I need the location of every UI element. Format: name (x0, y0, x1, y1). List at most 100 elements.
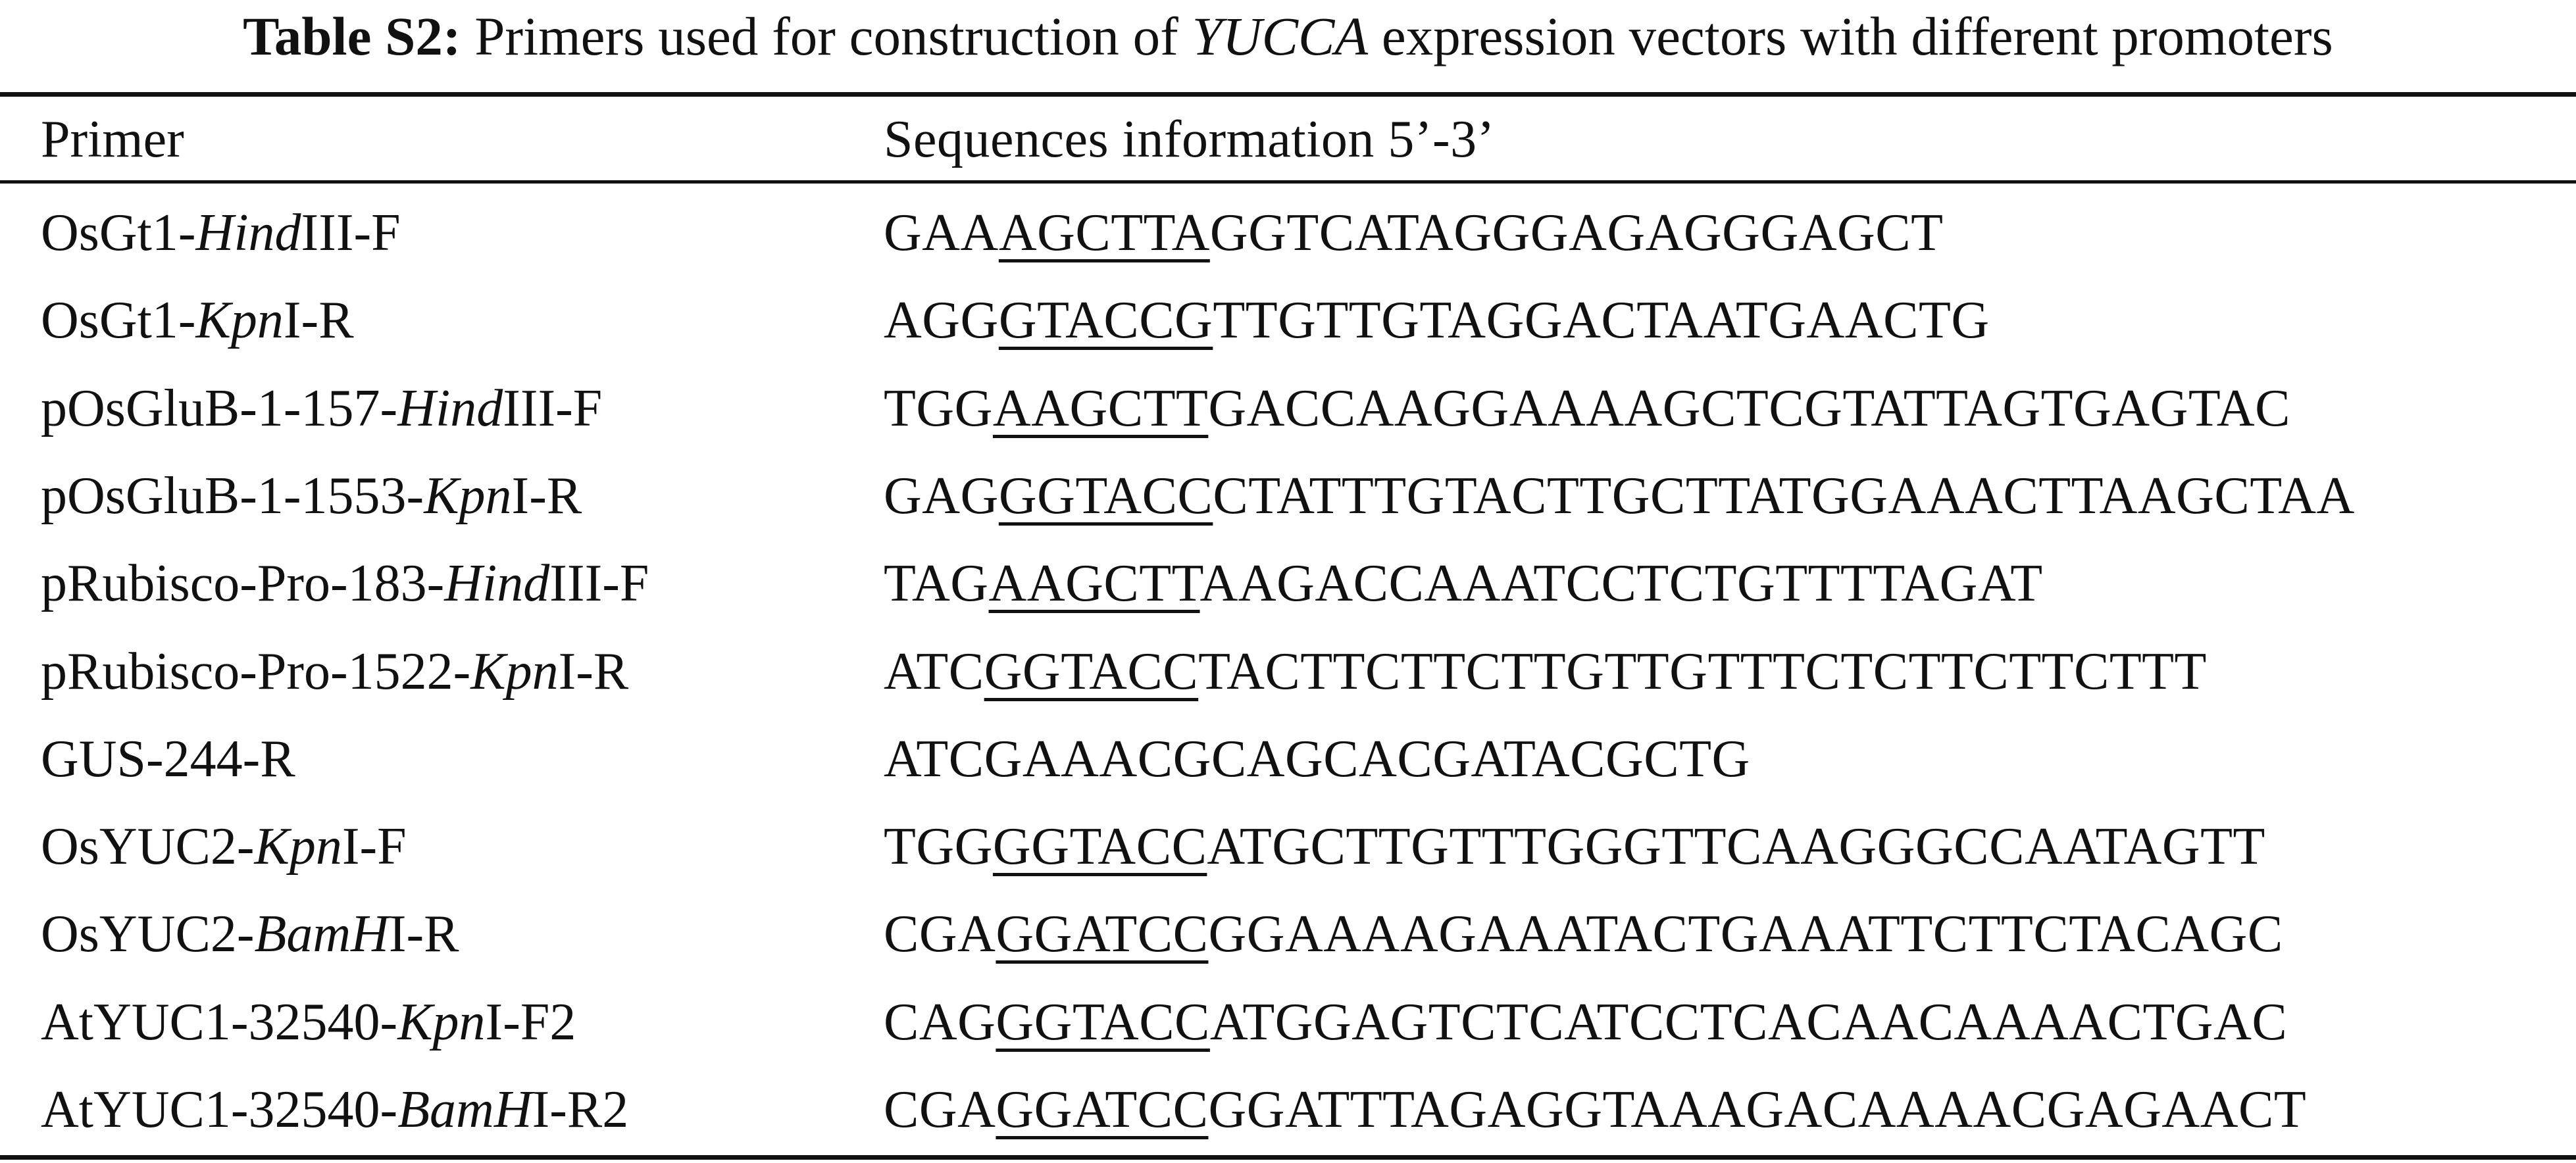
primer-sequence: TAGAAGCTTAAGACCAAATCCTCTGTTTTAGAT (884, 540, 2043, 628)
table-header-rule (0, 180, 2576, 184)
table-caption: Table S2: Primers used for construction … (0, 0, 2576, 89)
primer-name-part: pOsGluB-1-157- (41, 379, 398, 437)
sequence-part: TTGTTGTAGGACTAATGAACTG (1213, 291, 1990, 350)
primer-name-part: OsYUC2- (41, 818, 255, 876)
table-header-row: Primer Sequences information 5’-3’ (0, 100, 2576, 179)
table-bottom-rule (0, 1155, 2576, 1160)
restriction-site: AGCTTA (998, 204, 1210, 262)
primer-name: pRubisco-Pro-1522-KpnI-R (41, 628, 628, 716)
sequence-part: ATCGAAACGCAGCACGATACGCTG (884, 730, 1750, 788)
primer-sequence: AGGGTACCGTTGTTGTAGGACTAATGAACTG (884, 277, 1990, 364)
sequence-part: CGA (884, 905, 996, 964)
caption-text-post: expression vectors with different promot… (1368, 6, 2333, 66)
sequence-part: GAA (884, 204, 999, 262)
restriction-site: GGATCC (996, 1081, 1209, 1139)
primer-sequence: CAGGGTACCATGGAGTCTCATCCTCACAACAAAACTGAC (884, 979, 2287, 1066)
table-row: OsYUC2-BamHI-R CGAGGATCCGGAAAAGAAATACTGAA… (0, 891, 2576, 978)
primer-name-part: I-R2 (532, 1081, 629, 1139)
table-row: OsYUC2-KpnI-F TGGGGTACCATGCTTGTTTGGGTTCAA… (0, 803, 2576, 891)
primer-name-part: pRubisco-Pro-1522- (41, 642, 471, 701)
primer-name-part: I-F (341, 818, 407, 876)
table-top-rule (0, 92, 2576, 97)
primer-enzyme-italic: Kpn (424, 466, 512, 525)
restriction-site: AAGCTT (988, 555, 1200, 613)
restriction-site: GGTACC (984, 642, 1199, 701)
primer-name: pRubisco-Pro-183-HindIII-F (41, 540, 649, 628)
primer-name-part: III-F (301, 204, 401, 262)
primer-sequence: TGGGGTACCATGCTTGTTTGGGTTCAAGGGCCAATAGTT (884, 803, 2265, 891)
sequence-part: GAG (884, 466, 999, 525)
primer-name-part: pRubisco-Pro-183- (41, 555, 445, 613)
caption-text-pre: Primers used for construction of (461, 6, 1192, 66)
table-row: pOsGluB-1-1553-KpnI-R GAGGGTACCCTATTTGTAC… (0, 453, 2576, 540)
primer-sequence: TGGAAGCTTGACCAAGGAAAAGCTCGTATTAGTGAGTAC (884, 365, 2290, 453)
primer-name-part: AtYUC1-32540- (41, 1081, 398, 1139)
table-row: pRubisco-Pro-1522-KpnI-R ATCGGTACCTACTTCT… (0, 628, 2576, 716)
sequence-part: ATGGAGTCTCATCCTCACAACAAAACTGAC (1209, 993, 2288, 1051)
primer-name: GUS-244-R (41, 716, 295, 803)
primer-enzyme-italic: BamH (254, 905, 389, 964)
restriction-site: GGTACC (996, 993, 1210, 1051)
table-row: GUS-244-R ATCGAAACGCAGCACGATACGCTG (0, 716, 2576, 803)
primer-name-part: OsGt1- (41, 204, 196, 262)
primer-enzyme-italic: Kpn (397, 993, 486, 1051)
primer-enzyme-italic: Kpn (195, 291, 284, 350)
table-row: pRubisco-Pro-183-HindIII-F TAGAAGCTTAAGAC… (0, 540, 2576, 628)
primer-enzyme-italic: Hind (444, 555, 550, 613)
primer-name-part: OsYUC2- (41, 905, 255, 964)
sequence-part: GGAAAAGAAATACTGAAATTCTTCTACAGC (1208, 905, 2283, 964)
restriction-site: GGATCC (996, 905, 1209, 964)
sequence-part: ATC (884, 642, 984, 701)
sequence-part: TACTTCTTCTTGTTGTTTCTCTTCTTCTTT (1198, 642, 2207, 701)
primer-name-part: AtYUC1-32540- (41, 993, 398, 1051)
sequence-part: GACCAAGGAAAAGCTCGTATTAGTGAGTAC (1208, 379, 2290, 437)
sequence-part: AGG (884, 291, 999, 350)
table-row: OsGt1-KpnI-R AGGGTACCGTTGTTGTAGGACTAATGAA… (0, 277, 2576, 364)
sequence-part: CAG (884, 993, 996, 1051)
restriction-site: GGTACC (998, 466, 1213, 525)
primer-name: OsYUC2-KpnI-F (41, 803, 407, 891)
primer-enzyme-italic: Hind (195, 204, 301, 262)
sequence-part: CTATTTGTACTTGCTTATGGAAACTTAAGCTAA (1213, 466, 2355, 525)
primer-enzyme-italic: Hind (397, 379, 503, 437)
restriction-site: GGTACC (992, 818, 1207, 876)
sequence-part: ATGCTTGTTTGGGTTCAAGGGCCAATAGTT (1207, 818, 2265, 876)
sequence-part: CGA (884, 1081, 996, 1139)
primer-name: OsGt1-HindIII-F (41, 189, 401, 277)
primer-name: OsGt1-KpnI-R (41, 277, 354, 364)
sequence-part: GGTCATAGGGAGAGGGAGCT (1209, 204, 1944, 262)
sequence-part: AAGACCAAATCCTCTGTTTTAGAT (1200, 555, 2043, 613)
primer-sequence: GAGGGTACCCTATTTGTACTTGCTTATGGAAACTTAAGCT… (884, 453, 2355, 540)
table-row: pOsGluB-1-157-HindIII-F TGGAAGCTTGACCAAGG… (0, 365, 2576, 453)
sequence-part: TGG (884, 379, 993, 437)
primer-name: pOsGluB-1-157-HindIII-F (41, 365, 602, 453)
primer-name-part: I-R (511, 466, 582, 525)
primer-name-part: III-F (549, 555, 649, 613)
primer-name: OsYUC2-BamHI-R (41, 891, 459, 978)
sequence-part: TGG (884, 818, 993, 876)
restriction-site: GTACCG (998, 291, 1213, 350)
primer-sequence: ATCGAAACGCAGCACGATACGCTG (884, 716, 1750, 803)
primer-name-part: I-R (558, 642, 629, 701)
primer-sequence: ATCGGTACCTACTTCTTCTTGTTGTTTCTCTTCTTCTTT (884, 628, 2207, 716)
header-primer: Primer (41, 111, 184, 168)
primer-name-part: pOsGluB-1-1553- (41, 466, 424, 525)
sequence-part: GGATTTAGAGGTAAAGACAAAACGAGAACT (1208, 1081, 2307, 1139)
sequence-part: TAG (884, 555, 989, 613)
primer-enzyme-italic: Kpn (470, 642, 559, 701)
caption-label: Table S2: (243, 6, 461, 66)
primer-enzyme-italic: BamH (397, 1081, 532, 1139)
table-row: AtYUC1-32540-KpnI-F2 CAGGGTACCATGGAGTCTCA… (0, 979, 2576, 1066)
restriction-site: AAGCTT (992, 379, 1209, 437)
primer-enzyme-italic: Kpn (254, 818, 342, 876)
primer-name-part: OsGt1- (41, 291, 196, 350)
table-row: AtYUC1-32540-BamHI-R2 CGAGGATCCGGATTTAGAG… (0, 1066, 2576, 1154)
primer-name-part: GUS-244-R (41, 730, 295, 788)
primer-name-part: I-R (388, 905, 459, 964)
primer-sequence: CGAGGATCCGGAAAAGAAATACTGAAATTCTTCTACAGC (884, 891, 2283, 978)
primer-name-part: I-F2 (485, 993, 576, 1051)
header-sequence: Sequences information 5’-3’ (884, 111, 1495, 168)
primer-name-part: I-R (283, 291, 354, 350)
primer-sequence: GAAAGCTTAGGTCATAGGGAGAGGGAGCT (884, 189, 1944, 277)
